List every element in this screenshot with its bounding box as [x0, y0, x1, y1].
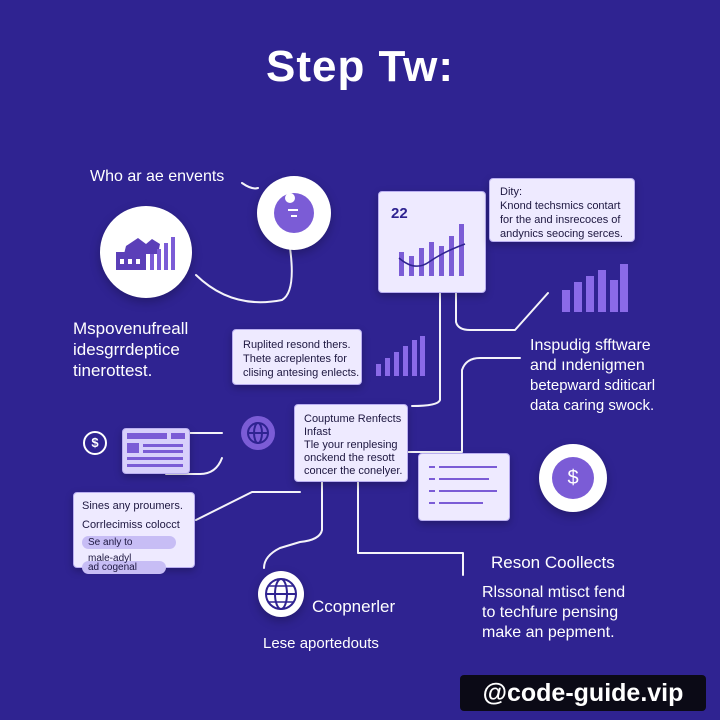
left-description: Mspovenufreall idesgrrdeptice tinerottes… [73, 318, 188, 381]
reason-description: Rlssonal mtisct fend to techfure pensing… [482, 583, 625, 643]
globe-circle [258, 571, 304, 617]
card-line: Ruplited resond thers. [243, 339, 351, 351]
bottom-caption: Lese aportedouts [263, 635, 379, 652]
globe-label: Ccopnerler [312, 597, 396, 616]
card-pill: ad cogenal [82, 561, 166, 574]
bars-icon-middle [376, 336, 425, 376]
bars-icon-right [562, 264, 628, 312]
right-description: Inspudig sfftware and ındenigmen betepwa… [530, 336, 655, 416]
card-line: Infast [304, 426, 331, 438]
reason-text-line: Rlssonal mtisct fend [482, 584, 626, 601]
card-line: concer the conelyer. [304, 465, 403, 477]
card-pill: Se anly to [82, 536, 176, 549]
card-line: Couptume Renfects [304, 413, 402, 425]
globe-icon-small [241, 416, 275, 450]
card-line: Dity: [500, 186, 522, 198]
card-pill: male-adyl [88, 553, 132, 564]
left-text-line: tinerottest. [73, 361, 153, 380]
chart-card: 22 [378, 191, 486, 293]
card-line: Thete acreplentes for [243, 353, 347, 365]
reason-title: Reson Coollects [491, 553, 615, 572]
middle-card: Ruplited resond thers. Thete acreplentes… [232, 329, 362, 385]
factory-icon [116, 237, 175, 270]
dollar-coin-small: $ [83, 431, 107, 455]
reason-text-line: to techfure pensing [482, 604, 619, 621]
watermark: @code-guide.vip [460, 675, 706, 711]
events-icon-circle [257, 176, 331, 250]
list-icon [429, 466, 497, 504]
center-card: Couptume Renfects Infast Tle your renple… [294, 404, 408, 482]
left-text-line: Mspovenufreall [73, 319, 189, 338]
list-card-icon [418, 453, 510, 521]
right-text-line: and ındenigmen [530, 357, 645, 374]
globe-icon [265, 578, 297, 610]
factory-chart-circle [100, 206, 192, 298]
dollar-icon: $ [567, 467, 579, 489]
card-heading: Sines any proumers. [82, 500, 183, 512]
page-title: Step Tw: [265, 42, 455, 91]
card-line: onckend the resott [304, 452, 395, 464]
card-line: Tle your renplesing [304, 439, 398, 451]
right-text-line: Inspudig sfftware [530, 337, 651, 354]
bottom-left-card: Sines any proumers. Corrlecimiss colocct… [73, 492, 195, 574]
right-text-line: data caring swock. [530, 397, 655, 414]
dollar-icon: $ [91, 435, 99, 450]
events-label: Who ar ae envents [90, 168, 225, 185]
form-card-icon [122, 428, 190, 474]
chart-card-number: 22 [391, 205, 408, 222]
dollar-coin: $ [552, 457, 594, 499]
bar-chart-icon [398, 224, 466, 276]
top-right-card: Dity: Knond techsmics contart for the an… [489, 178, 635, 242]
card-line: Corrlecimiss colocct [82, 519, 180, 531]
globe-icon [247, 422, 269, 444]
card-line: clising antesing enlects. [243, 367, 360, 379]
gear-icon [274, 193, 314, 233]
document-icon [127, 433, 185, 467]
card-line: andynics seocing serces. [500, 228, 623, 240]
card-line: Knond techsmics contart [500, 200, 621, 212]
right-text-line: betepward sditicarl [530, 377, 656, 394]
dollar-circle: $ [539, 444, 607, 512]
card-line: for the and insrecoces of [500, 214, 621, 226]
reason-text-line: make an pepment. [482, 624, 615, 641]
left-text-line: idesgrrdeptice [73, 340, 180, 359]
